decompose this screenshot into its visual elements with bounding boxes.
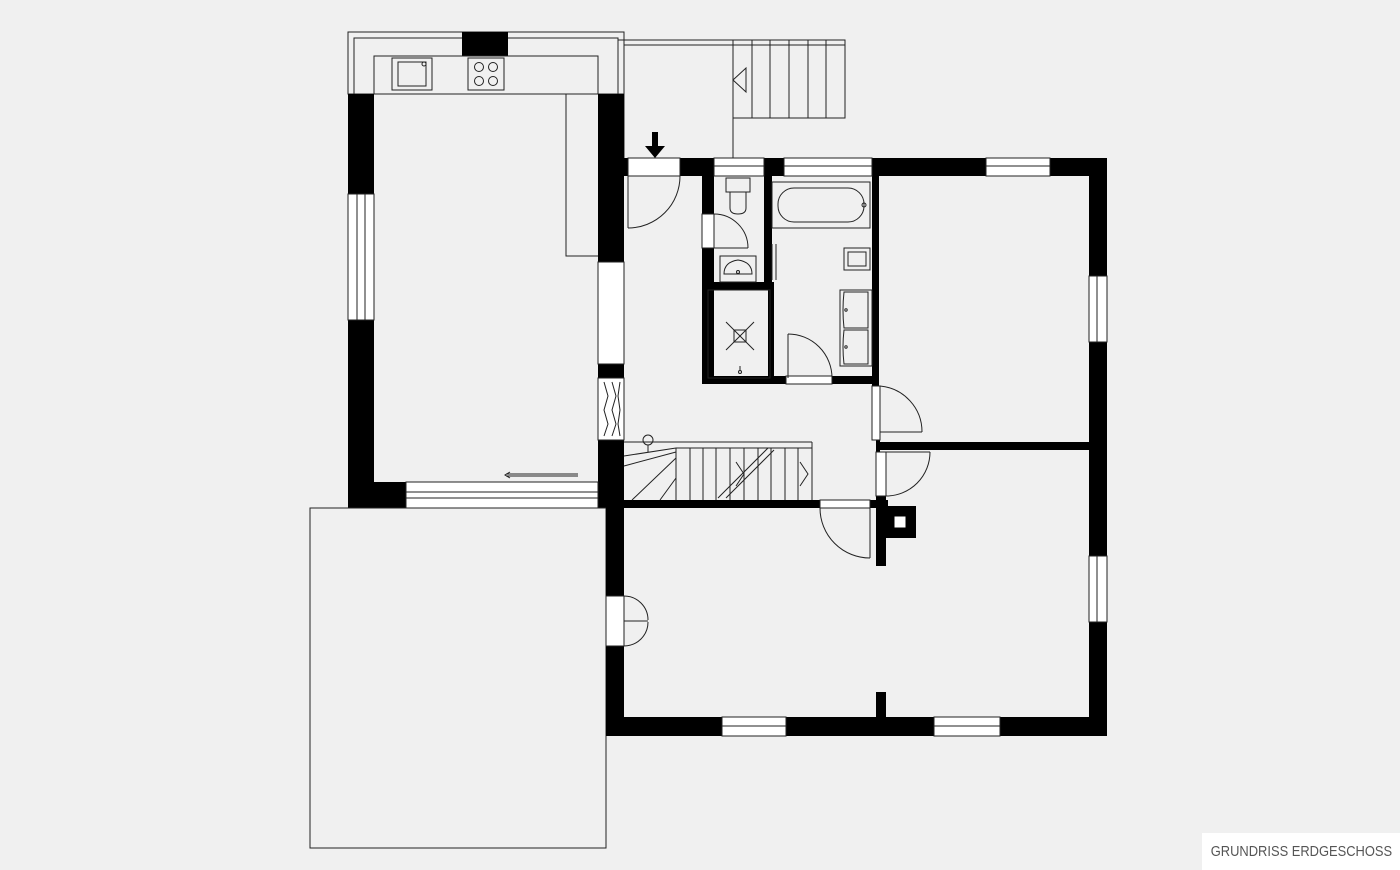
plan-caption: GRUNDRISS ERDGESCHOSS <box>1202 833 1400 870</box>
outside-stair <box>732 39 846 119</box>
plan-caption-label: GRUNDRISS ERDGESCHOSS <box>1210 843 1392 860</box>
kitchen-counter <box>373 55 599 479</box>
floor-drain-icon <box>725 321 755 351</box>
main-house-windows <box>627 157 1108 737</box>
kitchen-wing-walls <box>348 32 624 508</box>
interior-stair <box>597 377 813 501</box>
stair-direction-arrow-icon <box>732 66 747 94</box>
doors <box>605 175 931 647</box>
cooktop <box>467 57 505 91</box>
chimney-icon <box>884 506 916 538</box>
entrance-arrow-icon <box>645 132 665 158</box>
terrace <box>309 507 607 849</box>
kitchen-windows <box>347 193 625 509</box>
kitchen-sink <box>391 57 433 91</box>
main-house-walls <box>598 158 1107 736</box>
sanitary-fixtures <box>707 177 873 379</box>
